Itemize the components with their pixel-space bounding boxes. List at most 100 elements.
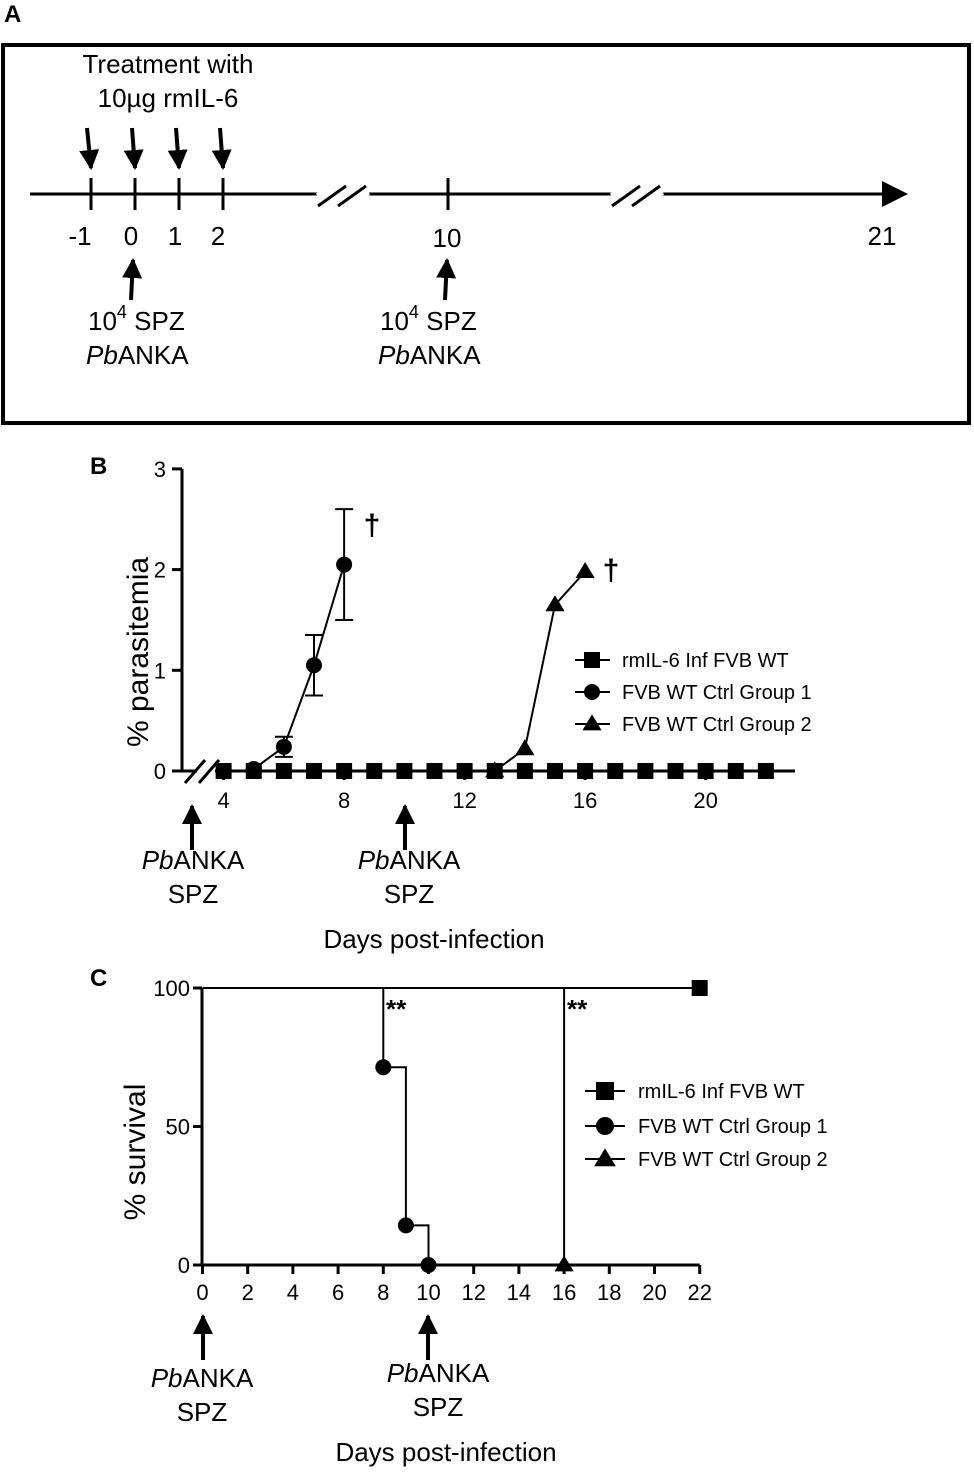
data-point-triangle	[485, 761, 505, 778]
x-tick-label: 18	[597, 1280, 621, 1305]
x-tick-label: 22	[687, 1280, 711, 1305]
dose-unit: SPZ	[127, 306, 185, 336]
y-tick-label: 50	[166, 1115, 190, 1140]
strain-italic: Pb	[86, 340, 118, 370]
dose-base: 10	[88, 306, 117, 336]
survival-curve-2	[202, 987, 566, 1265]
data-point-square	[691, 980, 708, 996]
x-axis-title: Days post-infection	[335, 1437, 556, 1467]
axis-break-mark	[183, 759, 207, 784]
strain-rest: ANKA	[183, 1363, 254, 1393]
inoculation-label-challenge: 104 SPZ PbANKA	[378, 302, 481, 370]
data-point-circle	[375, 1059, 392, 1076]
axis-break-mark	[631, 184, 661, 208]
dose-exponent: 4	[117, 302, 127, 322]
panel-a: A Treatment with 10µg rmIL-6	[1, 1, 971, 425]
panel-a-label: A	[4, 1, 21, 28]
svg-text:104 SPZ: 104 SPZ	[380, 302, 477, 336]
strain-italic: Pb	[151, 1363, 183, 1393]
arrow-label-primary: PbANKA SPZ	[142, 845, 245, 909]
x-tick-label: 12	[461, 1280, 485, 1305]
dose-exponent: 4	[409, 302, 419, 322]
strain-rest: ANKA	[118, 340, 189, 370]
axis-break-mark	[317, 184, 347, 208]
y-axis-title: % parasitemia	[122, 557, 155, 747]
y-axis-title: % survival	[119, 1084, 152, 1221]
treatment-arrow-day-minus1	[79, 127, 100, 170]
survival-curve-1	[202, 987, 430, 1265]
panel-c-label: C	[90, 965, 107, 992]
significance-marker-group1: **	[386, 994, 407, 1024]
timeline-ticks	[89, 178, 450, 210]
data-point-square	[727, 763, 744, 779]
axis-break-mark	[611, 184, 641, 208]
legend-marker-circle	[584, 684, 600, 700]
x-tick-label: 6	[332, 1280, 344, 1305]
data-point-square	[336, 763, 353, 779]
strain-italic: Pb	[378, 340, 410, 370]
legend-marker-circle	[596, 1117, 614, 1135]
svg-text:PbANKA: PbANKA	[387, 1358, 490, 1388]
series-line-1	[253, 564, 346, 770]
panel-a-frame	[1, 43, 971, 425]
arrow-label-challenge: PbANKA SPZ	[387, 1358, 490, 1422]
svg-text:104 SPZ: 104 SPZ	[88, 302, 185, 336]
x-tick-label: 2	[242, 1280, 254, 1305]
timeline-tick-label: 2	[211, 221, 225, 251]
data-point-circle	[336, 556, 353, 573]
dose-unit: SPZ	[419, 306, 477, 336]
data-point-square	[547, 763, 563, 779]
x-tick-label: 8	[377, 1280, 389, 1305]
series-line-2	[494, 570, 586, 772]
y-tick-label: 0	[178, 1253, 190, 1278]
legend-label: rmIL-6 Inf FVB WT	[638, 1081, 805, 1103]
timeline-tick-label: 0	[124, 221, 138, 251]
panel-b-plot-area	[215, 508, 774, 779]
x-tick-label: 12	[452, 788, 476, 813]
x-tick-label: 20	[642, 1280, 666, 1305]
treatment-label-line1: Treatment with	[83, 49, 254, 79]
strain-rest: ANKA	[419, 1358, 490, 1388]
treatment-arrow-day1	[167, 127, 188, 170]
data-point-circle	[245, 760, 262, 777]
strain-rest: ANKA	[390, 845, 461, 875]
timeline-tick-label: -1	[68, 221, 91, 251]
legend-label: FVB WT Ctrl Group 2	[638, 1149, 828, 1171]
death-marker-group1: †	[364, 509, 381, 542]
timeline-tick-label: 21	[868, 221, 897, 251]
x-tick-label: 8	[338, 788, 350, 813]
arrow-label-line2: SPZ	[168, 879, 219, 909]
significance-marker-group2: **	[567, 994, 588, 1024]
data-point-square	[757, 763, 774, 779]
arrow-label-line2: SPZ	[413, 1392, 464, 1422]
panel-c-plot-area	[202, 980, 708, 1273]
arrow-label-line2: SPZ	[177, 1397, 228, 1427]
legend-label: FVB WT Ctrl Group 1	[622, 682, 812, 704]
arrow-label-challenge: PbANKA SPZ	[358, 845, 461, 909]
y-tick-label: 2	[154, 558, 166, 583]
timeline-tick-label: 10	[433, 223, 462, 253]
data-point-circle	[397, 1217, 414, 1234]
data-point-triangle	[554, 1255, 574, 1272]
timeline-breaks	[316, 176, 664, 212]
inoculation-label-primary: 104 SPZ PbANKA	[86, 302, 189, 370]
data-point-square	[607, 763, 624, 779]
y-tick-label: 1	[154, 658, 166, 683]
data-point-square	[366, 763, 383, 779]
svg-text:PbANKA: PbANKA	[151, 1363, 254, 1393]
data-point-triangle	[515, 739, 535, 756]
timeline-tick-label: 1	[168, 221, 182, 251]
treatment-arrows	[79, 127, 232, 170]
legend-label: FVB WT Ctrl Group 1	[638, 1116, 828, 1138]
x-tick-label: 14	[507, 1280, 531, 1305]
data-point-triangle	[545, 595, 565, 612]
timeline-arrowhead	[882, 181, 908, 207]
legend-marker-square	[596, 1082, 614, 1100]
svg-text:PbANKA: PbANKA	[378, 340, 481, 370]
legend-marker-triangle	[594, 1148, 616, 1167]
x-tick-label: 10	[416, 1280, 440, 1305]
